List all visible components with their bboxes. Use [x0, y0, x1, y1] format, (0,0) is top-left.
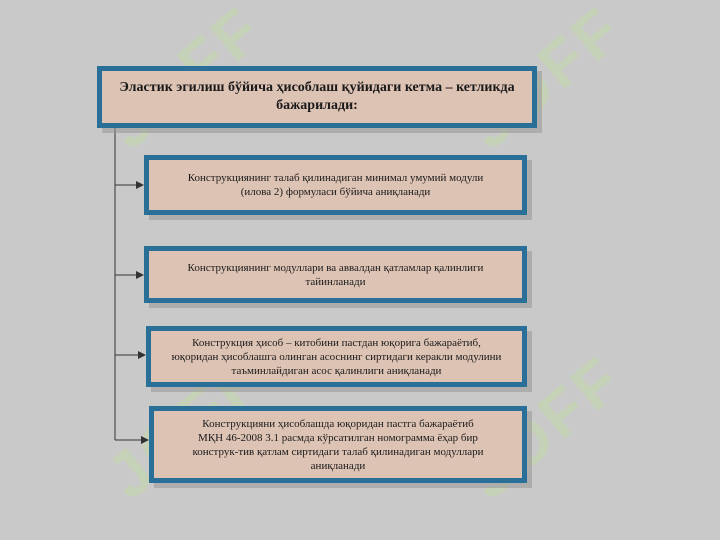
- step-box-1: Конструкциянинг талаб қилинадиган минима…: [144, 155, 527, 215]
- step1-line1: Конструкциянинг талаб қилинадиган минима…: [187, 172, 484, 184]
- step2-line2: тайинланади: [305, 275, 366, 288]
- step4-line4: аниқланади: [310, 459, 366, 472]
- step4-line3: конструк-тив қатлам сиртидаги талаб қили…: [192, 445, 484, 458]
- step-box-4: Конструкцияни ҳисоблашда юқоридан пастга…: [149, 406, 527, 483]
- title-text: Эластик эгилиш бўйича ҳисоблаш қуйидаги …: [119, 80, 515, 113]
- step2-line1: Конструкциянинг модуллари ва аввалдан қа…: [187, 261, 484, 274]
- step-box-3: Конструкция ҳисоб – китобини пастдан юқо…: [146, 326, 527, 387]
- step3-line3: таъминлайдиган асос қалинлиги аниқланади: [231, 364, 442, 377]
- step3-line1: Конструкция ҳисоб – китобини пастдан юқо…: [192, 336, 481, 349]
- step4-line2: МҚН 46-2008 3.1 расмда кўрсатилган номог…: [198, 431, 478, 444]
- step-box-2: Конструкциянинг модуллари ва аввалдан қа…: [144, 246, 527, 303]
- title-box: Эластик эгилиш бўйича ҳисоблаш қуйидаги …: [97, 66, 537, 128]
- step4-line1: Конструкцияни ҳисоблашда юқоридан пастга…: [202, 417, 474, 430]
- step1-line2: (илова 2) формуласи бўйича аниқланади: [240, 186, 431, 198]
- step3-line2: юқоридан ҳисоблашга олинган асоснинг сир…: [171, 350, 502, 363]
